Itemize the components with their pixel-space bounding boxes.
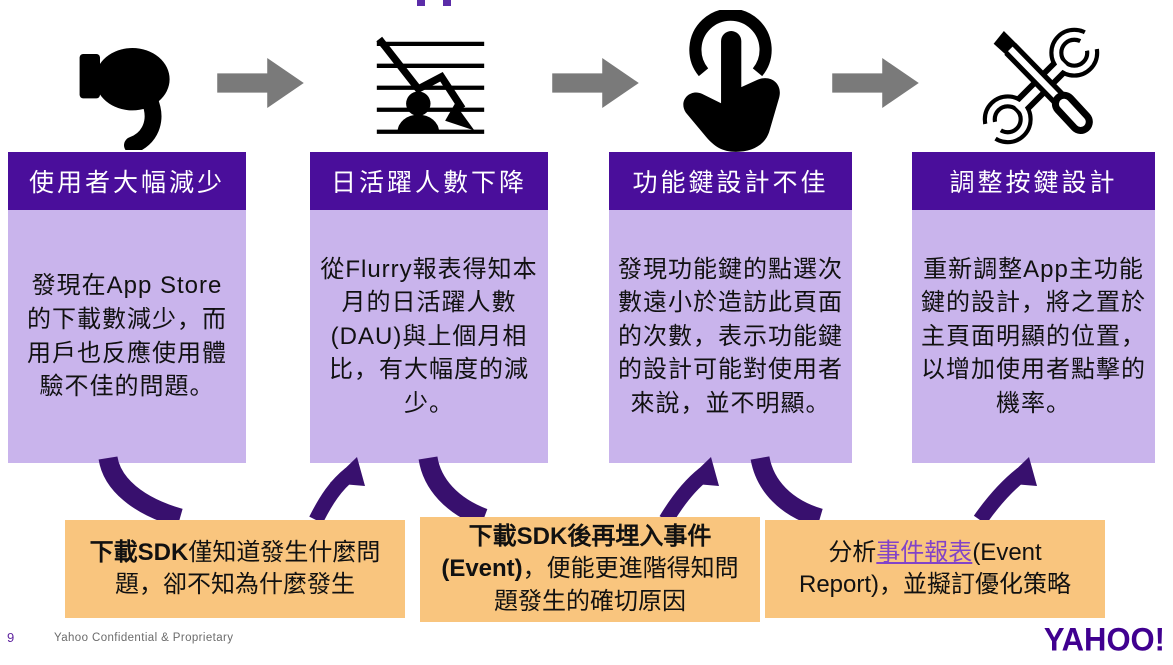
step-title: 調整按鍵設計 bbox=[912, 152, 1155, 210]
clipped-title-fragment bbox=[443, 0, 451, 6]
step-description: 發現功能鍵的點選次數遠小於造訪此頁面的次數，表示功能鍵的設計可能對使用者來說，並… bbox=[609, 210, 852, 463]
event-report-link[interactable]: 事件報表 bbox=[876, 538, 973, 566]
step-description: 發現在App Store 的下載數減少，而用戶也反應使用體驗不佳的問題。 bbox=[8, 210, 246, 463]
step-column-3: 功能鍵設計不佳 發現功能鍵的點選次數遠小於造訪此頁面的次數，表示功能鍵的設計可能… bbox=[609, 152, 852, 463]
tools-icon bbox=[972, 23, 1110, 148]
step-arrow-icon bbox=[832, 58, 919, 108]
step-title: 使用者大幅減少 bbox=[8, 152, 246, 210]
confidential-notice: Yahoo Confidential & Proprietary bbox=[54, 632, 234, 644]
step-column-2: 日活躍人數下降 從Flurry報表得知本月的日活躍人數(DAU)與上個月相比，有… bbox=[310, 152, 548, 463]
step-column-4: 調整按鍵設計 重新調整App主功能鍵的設計，將之置於主頁面明顯的位置，以增加使用… bbox=[912, 152, 1155, 463]
note-box-event-report: 分析事件報表(Event Report)，並擬訂優化策略 bbox=[765, 520, 1105, 618]
tap-gesture-icon bbox=[683, 10, 780, 152]
step-description: 從Flurry報表得知本月的日活躍人數(DAU)與上個月相比，有大幅度的減少。 bbox=[310, 210, 548, 463]
connector-arrows bbox=[98, 455, 1037, 522]
note-box-sdk-problem: 下載SDK僅知道發生什麼問題，卻不知為什麼發生 bbox=[65, 520, 405, 618]
step-title: 功能鍵設計不佳 bbox=[609, 152, 852, 210]
step-title: 日活躍人數下降 bbox=[310, 152, 548, 210]
step-column-1: 使用者大幅減少 發現在App Store 的下載數減少，而用戶也反應使用體驗不佳… bbox=[8, 152, 246, 463]
clipped-title-fragment bbox=[417, 0, 425, 6]
page-number: 9 bbox=[7, 630, 15, 645]
yahoo-logo: YAHOO! bbox=[1043, 621, 1165, 658]
declining-chart-icon bbox=[376, 36, 485, 134]
step-arrow-icon bbox=[552, 58, 639, 108]
step-arrow-icon bbox=[217, 58, 304, 108]
step-description: 重新調整App主功能鍵的設計，將之置於主頁面明顯的位置，以增加使用者點擊的機率。 bbox=[912, 210, 1155, 463]
thumbs-down-icon bbox=[79, 48, 170, 150]
note-box-event-tracking: 下載SDK後再埋入事件(Event)，便能更進階得知問題發生的確切原因 bbox=[420, 517, 760, 622]
